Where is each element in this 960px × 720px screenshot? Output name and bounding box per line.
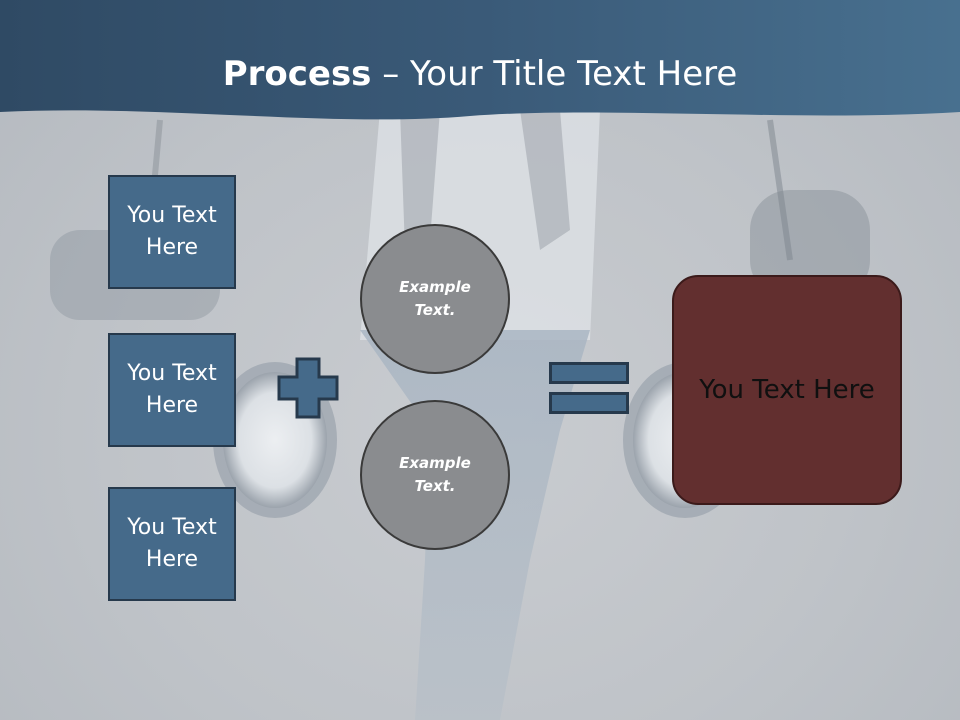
plus-icon xyxy=(277,357,339,419)
input-box-label: You Text Here xyxy=(127,203,217,260)
slide-title: Process – Your Title Text Here xyxy=(0,52,960,96)
result-label: You Text Here xyxy=(699,375,875,405)
example-circle-2: Example Text. xyxy=(360,400,510,550)
input-box-2: You Text Here xyxy=(108,333,236,447)
input-box-label: You Text Here xyxy=(127,515,217,572)
result-box: You Text Here xyxy=(672,275,902,505)
header-band xyxy=(0,0,960,120)
example-circle-1: Example Text. xyxy=(360,224,510,374)
example-circle-label: Example Text. xyxy=(399,278,471,319)
input-box-1: You Text Here xyxy=(108,175,236,289)
input-box-3: You Text Here xyxy=(108,487,236,601)
title-rest: – Your Title Text Here xyxy=(371,54,738,94)
equals-icon xyxy=(549,362,629,414)
input-box-label: You Text Here xyxy=(127,361,217,418)
title-bold: Process xyxy=(222,54,372,94)
example-circle-label: Example Text. xyxy=(399,454,471,495)
